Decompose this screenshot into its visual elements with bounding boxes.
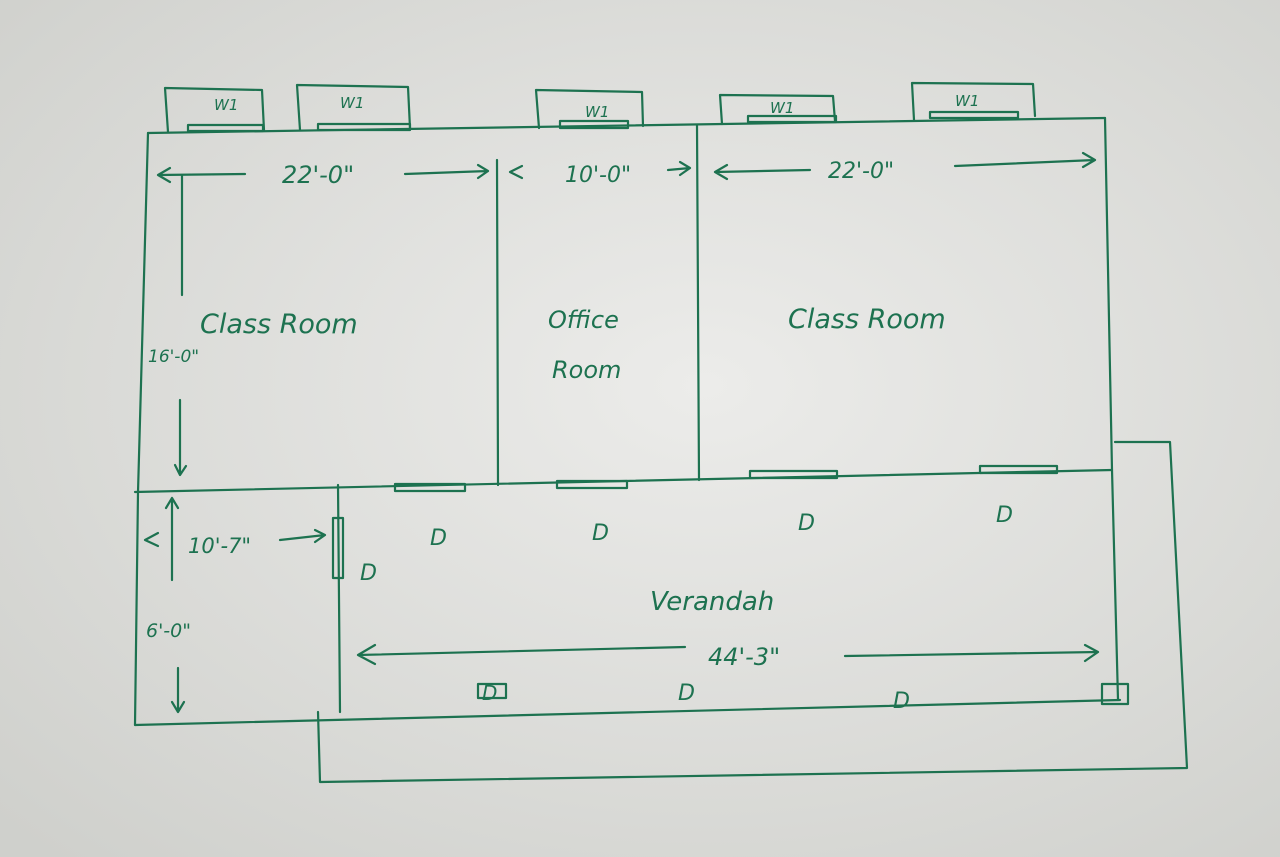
room-label-right-class-room: Class Room [788, 304, 946, 335]
small-room-wall [336, 483, 342, 714]
ramp-outline [316, 440, 1189, 784]
partition-right [695, 123, 701, 482]
door-label: D [592, 521, 609, 546]
bottom-wall [133, 698, 1122, 727]
door-label: D [678, 681, 695, 706]
room-label-left-class-room: Class Room [200, 309, 358, 340]
dimension-room-depth: 16'-0" [148, 347, 199, 367]
window-label: W1 [955, 92, 979, 110]
dimension-small-room-width: 10'-7" [188, 534, 251, 558]
window-label: W1 [340, 94, 364, 112]
door-label: D [798, 511, 815, 536]
window-label: W1 [214, 96, 238, 114]
room-label-office-line2: Room [552, 356, 621, 384]
doors [331, 464, 1130, 706]
dimension-left-room-width: 22'-0" [282, 161, 354, 189]
door-label: D [360, 561, 377, 586]
walls [133, 116, 1189, 784]
dimension-verandah-length: 44'-3" [708, 643, 780, 671]
window-label: W1 [585, 103, 609, 121]
dimension-office-width: 10'-0" [565, 163, 631, 188]
dimension-arrows [143, 151, 1100, 714]
door-label: D [482, 681, 497, 705]
door-label: D [996, 503, 1013, 528]
door-label: D [893, 689, 910, 714]
window-label: W1 [770, 99, 794, 117]
dimension-small-room-depth: 6'-0" [146, 620, 191, 642]
partition-left [495, 158, 500, 487]
room-label-office-line1: Office [548, 306, 619, 334]
door-label: D [430, 526, 447, 551]
room-label-verandah: Verandah [650, 587, 774, 617]
dimension-right-room-width: 22'-0" [828, 159, 894, 184]
windows [163, 81, 1037, 134]
top-wall [146, 116, 1107, 135]
